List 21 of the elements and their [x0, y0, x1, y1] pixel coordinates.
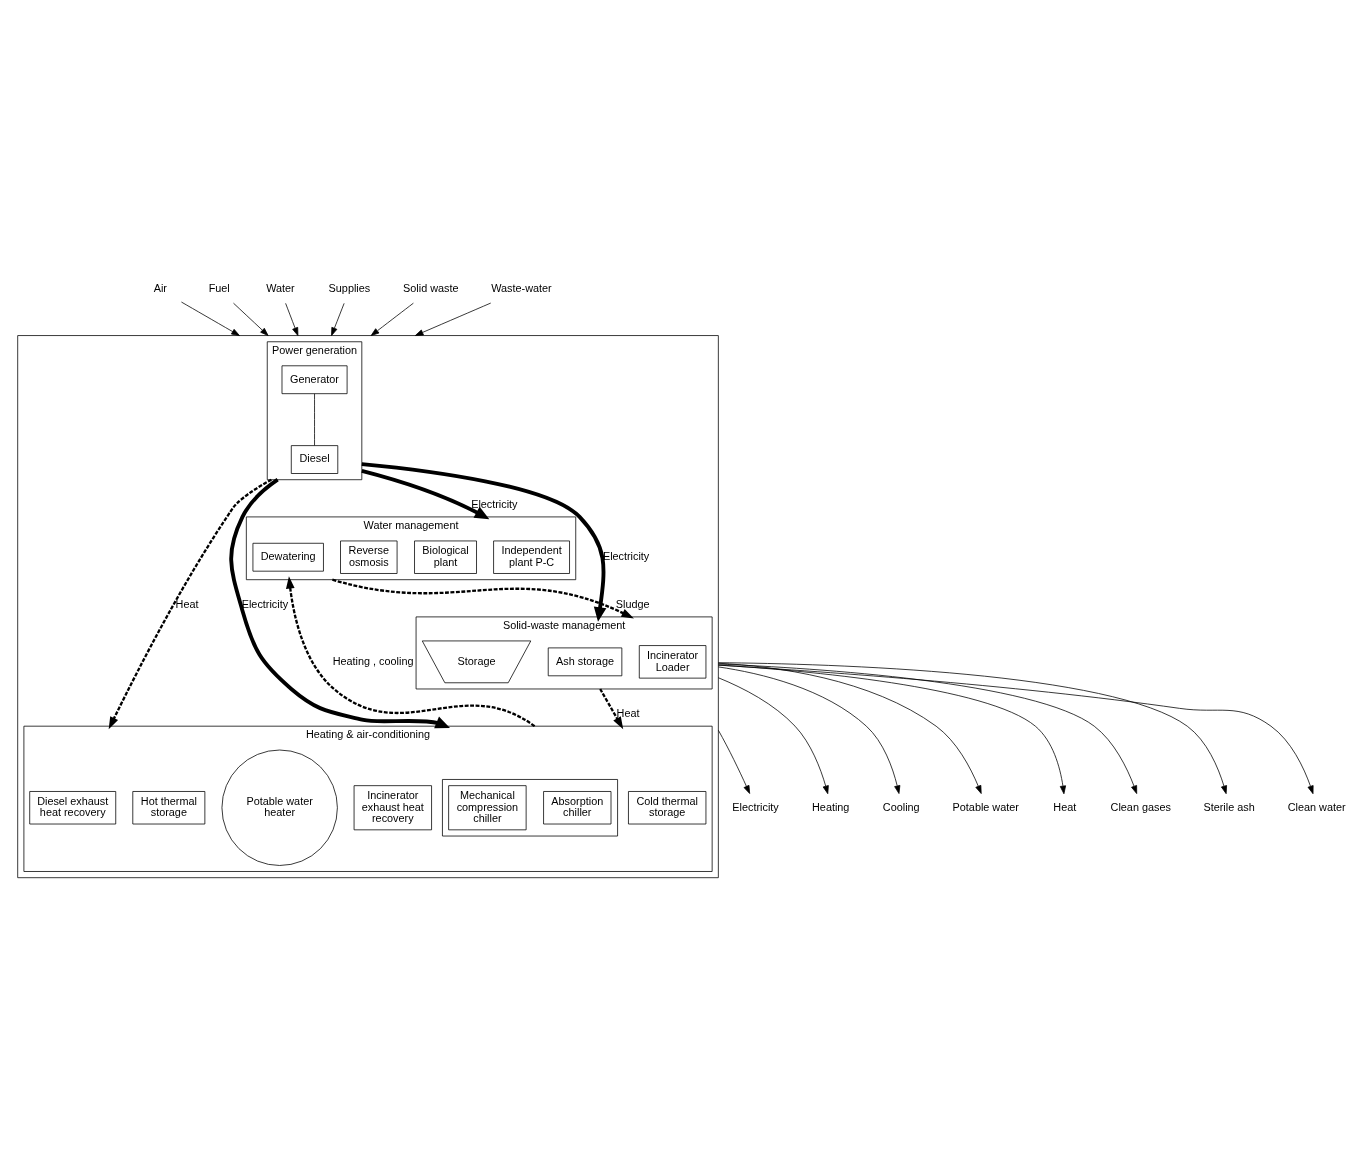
node-text: Cooling: [882, 800, 920, 813]
node-text: Potable water: [952, 800, 1019, 813]
edge-label: Electricity: [471, 497, 518, 510]
node-text: Fuel: [208, 281, 230, 294]
edge-label: Sludge: [615, 597, 650, 610]
edge-label: Electricity: [602, 550, 650, 563]
node-text: Air: [153, 281, 167, 294]
node-text: Supplies: [328, 281, 371, 294]
node-text: Water: [266, 281, 295, 294]
edge-label: Heating , cooling: [332, 654, 414, 667]
node-text: Waste-water: [491, 281, 552, 294]
edge-label: Heat: [175, 597, 199, 610]
node-text: Solid waste: [403, 281, 459, 294]
edge-label: Heat: [616, 707, 640, 720]
edge-label: Electricity: [241, 597, 289, 610]
node-text: Heat: [1053, 800, 1077, 813]
node-text: Clean water: [1287, 800, 1346, 813]
node-text: Clean gases: [1110, 800, 1171, 813]
node-text: Sterile ash: [1203, 800, 1255, 813]
node-text: Electricity: [732, 800, 779, 813]
node-text: Heating: [812, 800, 850, 813]
